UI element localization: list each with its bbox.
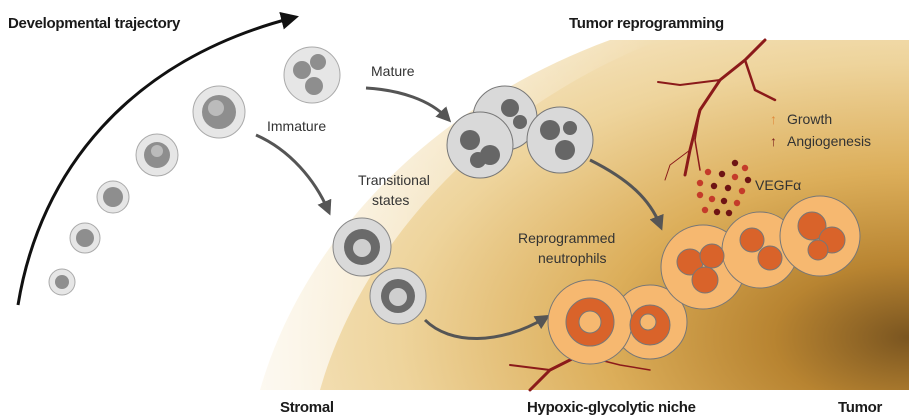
growth-label: Growth bbox=[787, 111, 832, 127]
transitional-cell bbox=[332, 217, 392, 277]
tumor-reprogramming-heading: Tumor reprogramming bbox=[569, 15, 724, 32]
immature-cell bbox=[48, 268, 76, 296]
reprogrammed-neutrophil-cluster bbox=[547, 195, 861, 365]
immature-cell bbox=[96, 180, 130, 214]
immature-arrow bbox=[255, 133, 332, 216]
reprogrammed-label-line1: Reprogrammed bbox=[518, 230, 615, 246]
mature-arrow bbox=[365, 86, 452, 123]
reprogrammed-label-line2: neutrophils bbox=[538, 250, 607, 266]
developmental-trajectory-arrow bbox=[16, 12, 299, 306]
angiogenesis-label: Angiogenesis bbox=[787, 133, 871, 149]
growth-up-arrow-icon: ↑ bbox=[770, 111, 777, 127]
immature-cell bbox=[69, 222, 101, 254]
mature-cell-cluster bbox=[446, 85, 594, 179]
transitional-label-line2: states bbox=[372, 192, 409, 208]
transitional-to-reprogrammed-arrow bbox=[423, 314, 551, 340]
stromal-label: Stromal bbox=[280, 399, 334, 416]
background-fade bbox=[255, 40, 660, 390]
transitional-cell bbox=[369, 267, 427, 325]
angiogenesis-up-arrow-icon: ↑ bbox=[770, 133, 777, 149]
developmental-trajectory-heading: Developmental trajectory bbox=[8, 15, 181, 32]
vegf-label: VEGFα bbox=[755, 177, 801, 193]
blood-vessel-top bbox=[657, 38, 777, 181]
immature-cell bbox=[135, 133, 179, 177]
mature-cell bbox=[283, 46, 341, 104]
hypoxic-glycolytic-niche-label: Hypoxic-glycolytic niche bbox=[527, 399, 696, 416]
immature-cell bbox=[192, 85, 246, 139]
transitional-label-line1: Transitional bbox=[358, 172, 430, 188]
tumor-label: Tumor bbox=[838, 399, 883, 416]
immature-label: Immature bbox=[267, 118, 326, 134]
mature-to-reprogrammed-arrow bbox=[589, 158, 664, 231]
mature-label: Mature bbox=[371, 63, 415, 79]
vegf-particles bbox=[696, 159, 752, 217]
